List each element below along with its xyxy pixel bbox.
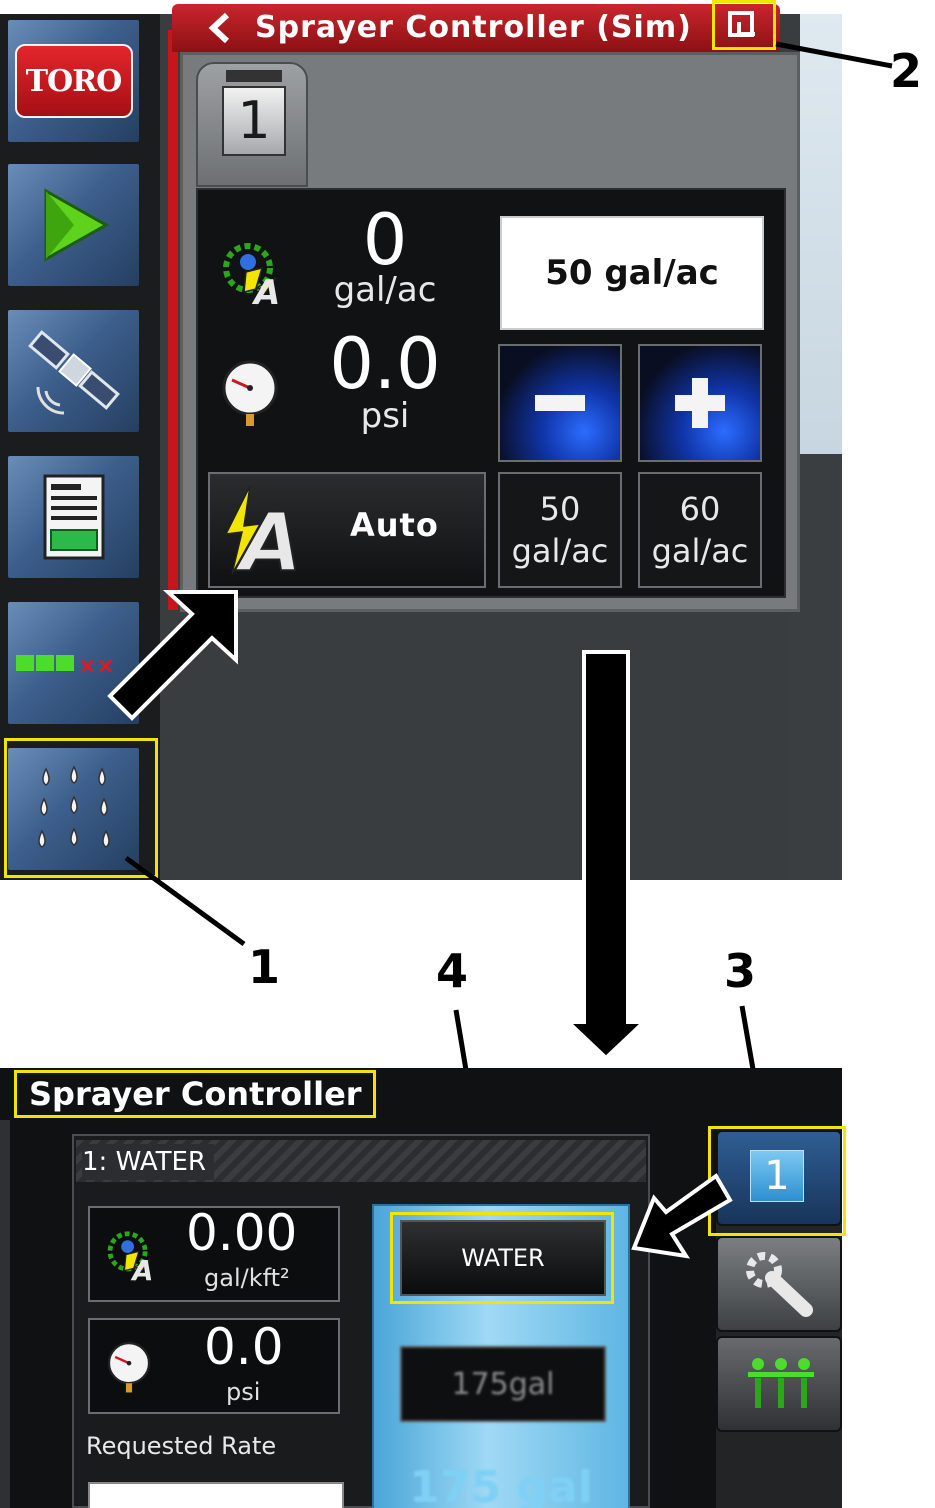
boom-nozzles-icon [748, 1358, 814, 1408]
spray-droplets-icon [37, 765, 110, 848]
document-icon [43, 474, 104, 560]
bottom-pressure-unit: psi [226, 1378, 261, 1406]
auto-rate-icon: A [107, 1231, 153, 1284]
pressure-gauge-icon [107, 1341, 151, 1393]
toro-home-button[interactable]: TORO [6, 18, 141, 144]
callout-4-label: 4 [436, 944, 469, 998]
pressure-gauge-icon [222, 360, 278, 426]
current-rate-value: 0 [362, 199, 408, 281]
tab-number: 1 [222, 86, 286, 156]
chevron-left-icon [208, 12, 230, 44]
product-button[interactable]: WATER [400, 1220, 606, 1296]
section-control-button[interactable]: ×× [6, 600, 141, 726]
wrench-icon [746, 1252, 813, 1317]
preset-rate-1-button[interactable]: 50 gal/ac [498, 472, 622, 588]
preset-2-value: 60 [679, 490, 721, 528]
pressure-value: 0.0 [329, 323, 441, 405]
gps-button[interactable] [6, 308, 141, 434]
channel-header-label: 1: WATER [82, 1144, 214, 1180]
minimize-window-icon [728, 11, 755, 37]
run-button[interactable] [6, 162, 141, 288]
bottom-title: Sprayer Controller [14, 1070, 376, 1118]
callout-1-label: 1 [248, 940, 281, 994]
svg-text:A: A [251, 273, 280, 308]
requested-rate-input[interactable] [88, 1482, 344, 1508]
bottom-rate-unit: gal/kft² [204, 1264, 290, 1292]
current-rate-unit: gal/ac [333, 270, 437, 310]
settings-button[interactable] [716, 1236, 842, 1332]
pressure-unit: psi [360, 396, 410, 436]
plus-icon [675, 378, 725, 428]
back-button[interactable] [200, 6, 240, 50]
background-map [800, 14, 842, 454]
callout-3-label: 3 [724, 944, 757, 998]
preset-rate-2-button[interactable]: 60 gal/ac [638, 472, 762, 588]
callout-1-highlight [4, 738, 158, 878]
job-report-button[interactable] [6, 454, 141, 580]
channel-1-number: 1 [750, 1150, 804, 1202]
window-title: Sprayer Controller (Sim) [255, 10, 692, 45]
bottom-pressure-value: 0.0 [204, 1318, 284, 1376]
window-titlebar [172, 4, 780, 52]
preset-2-unit: gal/ac [651, 532, 749, 570]
svg-text:××: ×× [78, 654, 115, 679]
decrease-rate-button[interactable] [498, 344, 622, 462]
satellite-icon [27, 330, 120, 415]
target-rate-display[interactable]: 50 gal/ac [500, 216, 764, 330]
auto-rate-icon: A [223, 243, 280, 308]
minimize-button[interactable] [712, 0, 776, 50]
auto-mode-button[interactable] [208, 472, 486, 588]
callout-4-highlight [390, 1212, 614, 1304]
svg-text:A: A [130, 1256, 153, 1284]
play-icon [44, 188, 109, 262]
sprayer-controller-button[interactable] [6, 746, 141, 872]
sidebar: TORO [0, 14, 160, 880]
boom-button[interactable] [716, 1336, 842, 1432]
tank-volume-large: 175 gal [409, 1462, 593, 1508]
callout-2-label: 2 [890, 44, 923, 98]
requested-rate-label: Requested Rate [86, 1432, 277, 1460]
tank-volume-field[interactable]: 175gal [400, 1346, 606, 1422]
section-control-icon: ×× [15, 654, 115, 679]
bottom-rate-value: 0.00 [186, 1204, 298, 1262]
preset-1-unit: gal/ac [511, 532, 609, 570]
auto-mode-label: Auto [350, 506, 439, 544]
minus-icon [535, 395, 585, 411]
increase-rate-button[interactable] [638, 344, 762, 462]
toro-logo: TORO [14, 44, 133, 118]
svg-text:A: A [234, 496, 296, 576]
left-edge [0, 1120, 10, 1508]
auto-mode-icon: A [224, 485, 296, 576]
preset-1-value: 50 [539, 490, 581, 528]
tab-handle [226, 70, 282, 82]
window-accent [168, 30, 178, 610]
